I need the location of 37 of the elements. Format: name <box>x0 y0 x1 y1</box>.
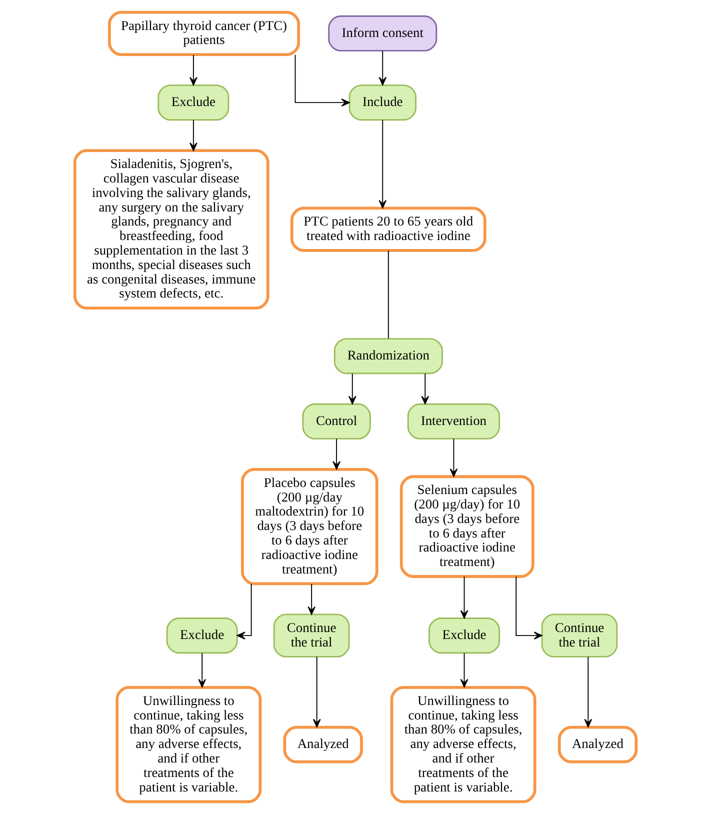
arrow <box>450 438 458 477</box>
node-box: Inform consent <box>328 15 438 52</box>
node-box: Selenium capsules (200 µg/day) for 10 days (3 days before to 6 days after radioactive iodine treatment) <box>400 475 534 578</box>
node-box: Unwillingness to continue, taking less than 80% of capsules, any adverse effects, and if other treatments of the patient is variable. <box>116 686 262 804</box>
node-box: Control <box>302 403 371 440</box>
arrow <box>294 54 350 106</box>
node-box: Placebo capsules (200 µg/day maltodextrin) for 10 days (3 days before to 6 days after radioactive iodine treatment) <box>240 468 378 586</box>
arrow <box>312 656 321 728</box>
arrow <box>460 576 468 619</box>
arrow <box>584 656 592 728</box>
node-box: Papillary thyroid cancer (PTC) patients <box>108 10 300 56</box>
arrow <box>421 373 430 404</box>
arrow <box>190 119 198 152</box>
node-box: Randomization <box>334 338 443 374</box>
node-box: Intervention <box>407 403 500 440</box>
node-box: PTC patients 20 to 65 years old treated with radioactive iodine <box>290 206 486 252</box>
arrow <box>308 583 316 615</box>
node-box: Analyzed <box>558 726 638 764</box>
arrow <box>236 583 252 640</box>
arrow <box>348 373 356 404</box>
node-box: Exclude <box>428 618 500 654</box>
node-box: Exclude <box>166 618 238 654</box>
arrow <box>332 438 340 470</box>
connector <box>388 250 389 339</box>
node-box: Unwillingness to continue, taking less than 80% of capsules, any adverse effects, and if other treatments of the patient is variable. <box>390 686 536 804</box>
arrow <box>516 576 542 640</box>
arrow <box>190 54 198 86</box>
node-box: Analyzed <box>283 726 363 764</box>
node-box: Continue the trial <box>273 614 350 658</box>
arrow <box>378 50 387 86</box>
arrow <box>198 652 206 688</box>
node-box: Continue the trial <box>541 614 618 658</box>
arrow <box>378 119 387 208</box>
arrow <box>460 652 468 688</box>
node-box: Exclude <box>158 84 230 121</box>
node-box: Include <box>348 84 416 121</box>
node-box: Sialadenitis, Sjogren's, collagen vascular disease involving the salivary glands, any surgery on the salivary glands, pregnancy and breastfeeding, food supplementation in the last 3 months, special diseases such as congenital diseases, immune system defects, etc. <box>73 149 270 310</box>
